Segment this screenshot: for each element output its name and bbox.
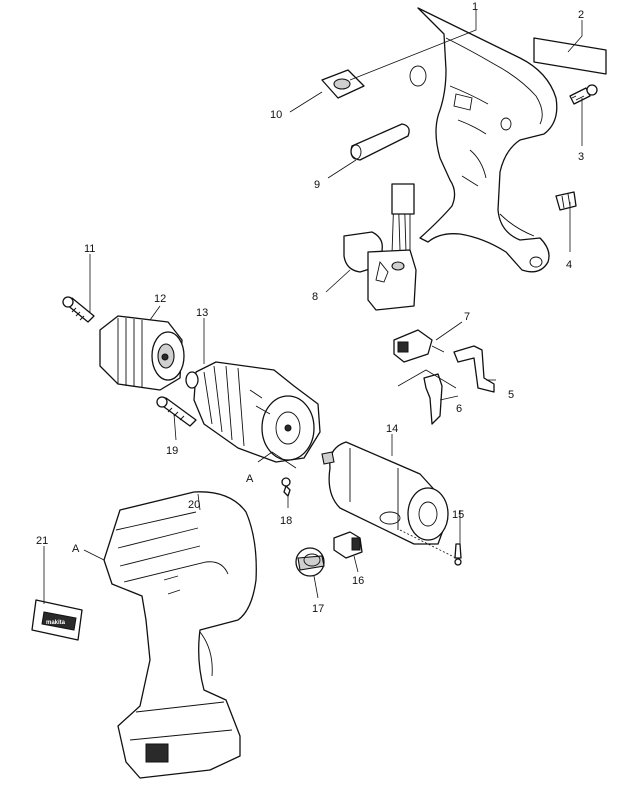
callout-8: 8 [312, 291, 318, 303]
part-20-housing-shell [103, 491, 257, 779]
part-12-chuck [99, 315, 185, 391]
label-logo-text: makita [46, 620, 66, 626]
part-7-brush-holder [393, 329, 445, 363]
callout-21: 21 [36, 535, 48, 547]
callout-6: 6 [456, 403, 462, 415]
part-2-label-plate [533, 37, 607, 75]
part-11-screw [62, 296, 95, 323]
callout-15: 15 [452, 509, 464, 521]
view-marker-a-gearbox: A [246, 473, 254, 485]
view-marker-lines [257, 451, 297, 469]
part-8-switch [343, 183, 417, 311]
part-15-screw [399, 529, 462, 566]
callout-4: 4 [566, 259, 572, 271]
part-9-cylinder [350, 123, 410, 161]
part-19-screw [156, 396, 197, 427]
callout-20: 20 [188, 499, 200, 511]
callout-14: 14 [386, 423, 398, 435]
callout-12: 12 [154, 293, 166, 305]
part-1-housing-half [409, 7, 558, 273]
callout-19: 19 [166, 445, 178, 457]
callout-3: 3 [578, 151, 584, 163]
callout-9: 9 [314, 179, 320, 191]
callout-2: 2 [578, 9, 584, 21]
callout-16: 16 [352, 575, 364, 587]
part-5-strip [453, 345, 495, 393]
callout-17: 17 [312, 603, 324, 615]
part-14-motor [321, 441, 449, 545]
part-4-clip [555, 191, 577, 211]
part-10-cap [321, 69, 365, 99]
part-6-terminal [397, 369, 457, 425]
part-18-small-screw [281, 477, 291, 497]
part-13-gearbox [185, 361, 321, 463]
callout-7: 7 [464, 311, 470, 323]
leader-lines [43, 10, 583, 604]
view-marker-a-housing: A [72, 543, 80, 555]
callout-labels: 1 2 3 4 5 6 7 8 9 10 11 12 13 14 15 16 1… [36, 1, 584, 615]
part-21-logo-label: makita [31, 599, 83, 641]
part-16-brush [333, 531, 363, 559]
callout-1: 1 [472, 1, 478, 13]
callout-18: 18 [280, 515, 292, 527]
part-17-cap [295, 547, 325, 577]
callout-11: 11 [84, 243, 95, 255]
part-3-screw [569, 84, 598, 105]
callout-13: 13 [196, 307, 208, 319]
callout-10: 10 [270, 109, 282, 121]
callout-5: 5 [508, 389, 514, 401]
